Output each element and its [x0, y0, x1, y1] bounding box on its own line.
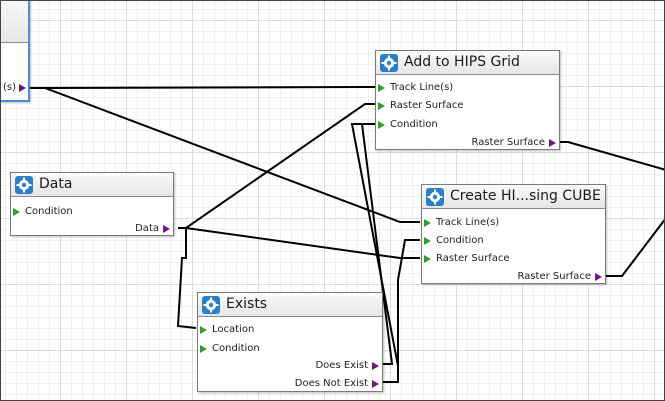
port-label: Does Not Exist	[294, 378, 368, 389]
node-header: Create HI...sing CUBE	[422, 185, 605, 209]
port-label: Condition	[436, 235, 484, 246]
port-label: Raster Surface	[517, 271, 591, 282]
wire-data-to-add-raster[interactable]	[178, 103, 375, 229]
input-port-arrow-icon[interactable]	[424, 255, 431, 263]
port-label: Condition	[390, 119, 438, 130]
wire-create-out-to-right[interactable]	[605, 217, 665, 277]
node-title: Create HI...sing CUBE	[450, 188, 601, 204]
output-port-raster-surface[interactable]: Raster Surface	[422, 270, 605, 284]
gear-icon	[426, 188, 444, 206]
node-top-left-partial[interactable]: (s)	[0, 0, 30, 102]
node-create-hips-cube[interactable]: Create HI...sing CUBE Track Line(s) Cond…	[421, 184, 606, 284]
input-port-arrow-icon[interactable]	[378, 102, 385, 110]
node-data[interactable]: Data Condition Data	[10, 172, 174, 236]
output-port-raster-surface[interactable]: Raster Surface	[376, 136, 559, 150]
port-label: Data	[135, 223, 159, 234]
node-title: Add to HIPS Grid	[404, 54, 520, 70]
port-label: Raster Surface	[390, 100, 464, 111]
port-label: Raster Surface	[436, 253, 510, 264]
port-label: Does Exist	[315, 360, 368, 371]
wire-doesnotexist-to-create-condition[interactable]	[378, 239, 420, 383]
port-label: Track Line(s)	[436, 217, 500, 228]
output-port-arrow-icon[interactable]	[372, 362, 379, 370]
input-port-arrow-icon[interactable]	[378, 84, 385, 92]
input-port-arrow-icon[interactable]	[200, 326, 207, 334]
node-header	[0, 0, 28, 43]
port-label: Track Line(s)	[390, 82, 454, 93]
port-label: Condition	[25, 206, 73, 217]
wire-data-to-exists-location[interactable]	[176, 227, 197, 329]
node-exists[interactable]: Exists Location Condition Does Exist Doe…	[197, 292, 383, 392]
port-label: Location	[212, 324, 255, 335]
output-port-does-not-exist[interactable]: Does Not Exist	[198, 377, 382, 391]
gear-icon	[202, 296, 220, 314]
port-label: Raster Surface	[471, 137, 545, 148]
port-label: Condition	[212, 343, 260, 354]
port-label: (s)	[2, 82, 16, 93]
node-add-to-hips-grid[interactable]: Add to HIPS Grid Track Line(s) Raster Su…	[375, 50, 560, 150]
output-port-arrow-icon[interactable]	[549, 139, 556, 147]
output-port-arrow-icon[interactable]	[595, 273, 602, 281]
output-port-does-exist[interactable]: Does Exist	[198, 359, 382, 373]
node-header: Data	[11, 173, 173, 197]
wire-track-to-add[interactable]	[30, 86, 375, 89]
wire-add-out-to-right[interactable]	[558, 141, 665, 171]
output-port-arrow-icon[interactable]	[372, 380, 379, 388]
gear-icon	[15, 176, 33, 194]
wire-track-to-create[interactable]	[30, 87, 420, 223]
gear-icon	[380, 54, 398, 72]
wire-data-to-create-raster[interactable]	[178, 227, 420, 259]
node-title: Exists	[226, 296, 268, 312]
input-port-arrow-icon[interactable]	[200, 345, 207, 353]
input-port-arrow-icon[interactable]	[378, 121, 385, 129]
node-header: Add to HIPS Grid	[376, 51, 559, 75]
output-port-arrow-icon[interactable]	[19, 84, 26, 92]
input-port-arrow-icon[interactable]	[424, 237, 431, 245]
input-port-arrow-icon[interactable]	[13, 208, 20, 216]
output-port[interactable]: (s)	[0, 81, 28, 95]
output-port-data[interactable]: Data	[11, 222, 173, 236]
output-port-arrow-icon[interactable]	[163, 225, 170, 233]
input-port-arrow-icon[interactable]	[424, 219, 431, 227]
node-header: Exists	[198, 293, 382, 317]
node-title: Data	[39, 176, 73, 192]
